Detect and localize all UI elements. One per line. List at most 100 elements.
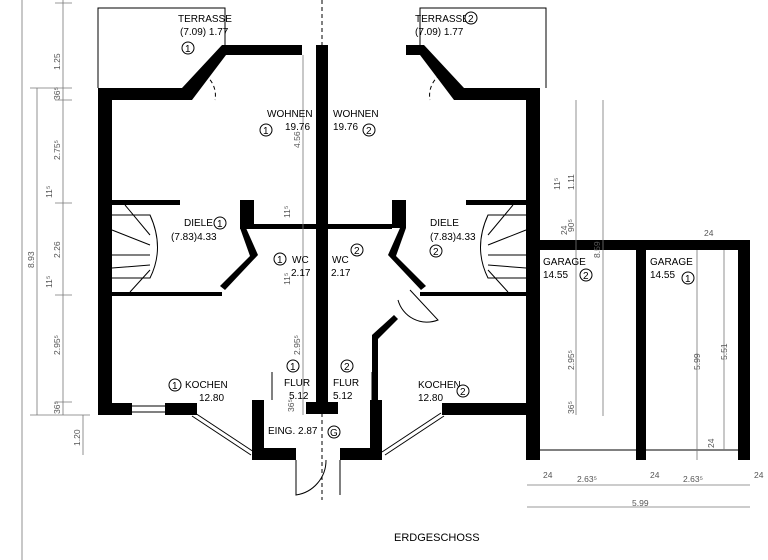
svg-text:2: 2: [366, 126, 372, 137]
dim-label: 2.26: [52, 241, 62, 258]
dim-label: 36⁵: [52, 87, 62, 100]
dim-label: 5.51: [719, 343, 729, 360]
dim-label: 24: [704, 228, 714, 238]
dim-label: 11⁵: [44, 186, 54, 198]
dim-label: 36⁵: [286, 399, 296, 412]
garage-walls: [526, 240, 750, 460]
room-garage-1: GARAGE 14.55 1: [650, 257, 695, 285]
garage-dimension-lines: [302, 55, 750, 508]
dim-label: 8.93: [26, 251, 36, 268]
room-terrasse-2: TERRASSE 2 (7.09) 1.77: [415, 11, 478, 38]
svg-text:2: 2: [354, 246, 360, 257]
svg-text:WOHNEN: WOHNEN: [333, 109, 379, 120]
svg-text:1: 1: [172, 381, 178, 392]
room-eingang: EING. 2.87 G: [268, 425, 341, 439]
svg-text:14.55: 14.55: [543, 270, 568, 281]
svg-text:5.12: 5.12: [289, 391, 309, 402]
room-wc-1: 1 WC 2.17: [273, 252, 311, 279]
svg-text:1: 1: [185, 44, 191, 55]
walls: [98, 45, 540, 460]
svg-text:19.76: 19.76: [333, 122, 358, 133]
svg-text:2.17: 2.17: [291, 268, 311, 279]
room-diele-1: DIELE 1 (7.83)4.33: [171, 216, 227, 243]
dim-label: 4.56: [292, 131, 302, 148]
staircase-left: [111, 204, 158, 293]
dim-label: 90⁵: [566, 219, 576, 232]
svg-text:1: 1: [277, 255, 283, 266]
svg-text:GARAGE: GARAGE: [650, 257, 693, 268]
svg-text:KOCHEN: KOCHEN: [418, 380, 461, 391]
room-diele-2: DIELE (7.83)4.33 2: [429, 218, 476, 258]
svg-text:1: 1: [685, 274, 691, 285]
staircase-right: [480, 204, 527, 293]
svg-text:FLUR: FLUR: [284, 378, 310, 389]
room-flur-2: 2 FLUR 5.12: [333, 359, 359, 402]
dim-label: 8.59: [592, 241, 602, 258]
svg-text:FLUR: FLUR: [333, 378, 359, 389]
dim-label: 1.25: [52, 53, 62, 70]
bay-windows: [100, 124, 538, 456]
left-dimension-lines: [21, 0, 90, 560]
svg-text:2: 2: [468, 14, 474, 25]
svg-text:2: 2: [583, 271, 589, 282]
svg-text:(7.83)4.33: (7.83)4.33: [430, 232, 476, 243]
svg-text:TERRASSE: TERRASSE: [415, 14, 469, 25]
svg-text:2.17: 2.17: [331, 268, 351, 279]
dim-label: 24: [559, 225, 569, 235]
terrace-outlines: [97, 0, 547, 500]
room-wc-2: 2 WC 2.17: [331, 243, 364, 279]
svg-text:TERRASSE: TERRASSE: [178, 14, 232, 25]
svg-text:(7.09) 1.77: (7.09) 1.77: [415, 27, 464, 38]
svg-text:WC: WC: [292, 255, 309, 266]
svg-text:12.80: 12.80: [199, 393, 224, 404]
dim-label: 1.20: [72, 429, 82, 446]
dim-label: 24: [754, 470, 764, 480]
dim-label: 5.99: [692, 353, 702, 370]
svg-text:KOCHEN: KOCHEN: [185, 380, 228, 391]
dim-label: 2.95⁵: [52, 335, 62, 355]
svg-text:1: 1: [290, 362, 296, 373]
svg-text:2: 2: [460, 387, 466, 398]
svg-text:GARAGE: GARAGE: [543, 257, 586, 268]
svg-text:1: 1: [263, 126, 269, 137]
dim-label: 11⁵: [282, 273, 292, 285]
dim-label: 2.63⁵: [577, 474, 597, 484]
doors: [204, 74, 441, 496]
svg-text:G: G: [330, 428, 338, 439]
svg-text:5.12: 5.12: [333, 391, 353, 402]
svg-text:(7.83)4.33: (7.83)4.33: [171, 232, 217, 243]
dim-label: 5.99: [632, 498, 649, 508]
dim-label: 11⁵: [552, 178, 562, 190]
room-wohnen-2: WOHNEN 19.76 2: [333, 109, 379, 137]
dim-label: 11⁵: [44, 276, 54, 288]
dim-label: 2.95⁵: [292, 335, 302, 355]
plan-title: ERDGESCHOSS: [394, 532, 480, 544]
room-kochen-2: KOCHEN 2 12.80: [418, 380, 470, 404]
svg-text:14.55: 14.55: [650, 270, 675, 281]
svg-text:19.76: 19.76: [285, 122, 310, 133]
dim-label: 2.95⁵: [566, 350, 576, 370]
dim-label: 1.11: [566, 174, 576, 190]
svg-text:2: 2: [344, 362, 350, 373]
room-wohnen-1: WOHNEN 19.76 1: [259, 109, 313, 137]
dim-label: 2.75⁵: [52, 140, 62, 160]
room-terrasse-1: TERRASSE (7.09) 1.77 1: [178, 14, 232, 55]
svg-text:12.80: 12.80: [418, 393, 443, 404]
dim-label: 36⁵: [52, 401, 62, 414]
dim-label: 24: [543, 470, 553, 480]
room-garage-2: GARAGE 14.55 2: [543, 257, 593, 282]
room-kochen-1: 1 KOCHEN 12.80: [168, 378, 228, 404]
svg-text:DIELE: DIELE: [184, 218, 213, 229]
dim-label: 24: [706, 438, 716, 448]
svg-text:(7.09) 1.77: (7.09) 1.77: [180, 27, 229, 38]
dim-label: 36⁵: [566, 401, 576, 414]
svg-text:WOHNEN: WOHNEN: [267, 109, 313, 120]
svg-text:1: 1: [217, 219, 223, 230]
svg-text:EING. 2.87: EING. 2.87: [268, 426, 318, 437]
dim-label: 11⁵: [282, 206, 292, 218]
svg-text:DIELE: DIELE: [430, 218, 459, 229]
svg-text:WC: WC: [332, 255, 349, 266]
dim-label: 2.63⁵: [683, 474, 703, 484]
room-flur-1: 1 FLUR 5.12: [284, 359, 310, 402]
